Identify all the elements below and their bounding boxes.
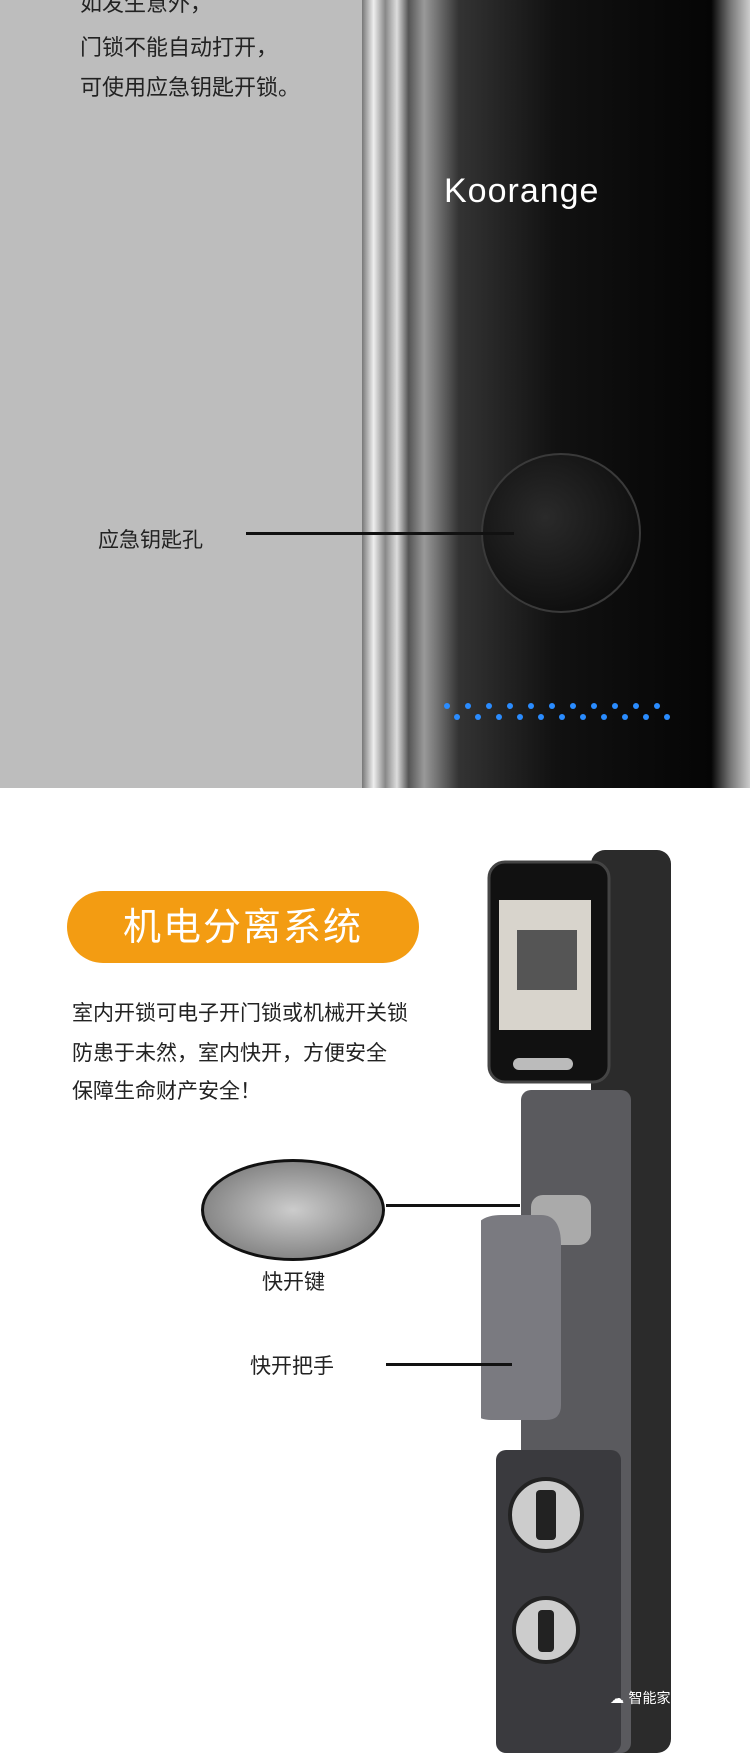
quick-key-label: 快开键: [262, 1270, 325, 1294]
watermark: ☁ 智能家居: [610, 1691, 685, 1707]
indicator-dot: [633, 703, 639, 709]
smart-lock-image: [481, 850, 671, 1753]
desc-line-2: 防患于未然，室内快开，方便安全: [72, 1041, 387, 1065]
indicator-dot: [580, 714, 586, 720]
indicator-dot: [622, 714, 628, 720]
indicator-dot: [486, 703, 492, 709]
quick-key-pointer-line: [386, 1204, 520, 1207]
indicator-dot: [601, 714, 607, 720]
indicator-dot: [528, 703, 534, 709]
keyhole-pointer-line: [246, 532, 514, 535]
indicator-dot: [538, 714, 544, 720]
indicator-dot: [507, 703, 513, 709]
brand-logo: Koorange: [444, 172, 600, 210]
indicator-dot: [465, 703, 471, 709]
indicator-dot: [612, 703, 618, 709]
quick-open-key-callout: [201, 1159, 385, 1261]
indicator-dot: [444, 703, 450, 709]
indicator-dot: [654, 703, 660, 709]
desc-line-3: 保障生命财产安全！: [72, 1079, 261, 1103]
intro-line-2: 门锁不能自动打开，: [80, 36, 279, 61]
indicator-dot: [517, 714, 523, 720]
intro-line-1: 如发生意外，: [80, 0, 213, 17]
indicator-dot: [549, 703, 555, 709]
quick-handle-label: 快开把手: [250, 1354, 334, 1378]
intro-line-3: 可使用应急钥匙开锁。: [80, 76, 301, 101]
section-title: 机电分离系统: [67, 891, 419, 963]
indicator-dot: [643, 714, 649, 720]
indicator-dot: [559, 714, 565, 720]
cloud-icon: ☁: [610, 1691, 624, 1707]
indicator-dot: [570, 703, 576, 709]
indicator-dot: [664, 714, 670, 720]
desc-line-1: 室内开锁可电子开门锁或机械开关锁: [72, 1001, 408, 1025]
indicator-dot: [496, 714, 502, 720]
indicator-dot: [475, 714, 481, 720]
keyhole-section: 如发生意外， 门锁不能自动打开， 可使用应急钥匙开锁。 Koorange 应急钥…: [0, 0, 750, 788]
indicator-dot: [591, 703, 597, 709]
keyhole-label: 应急钥匙孔: [98, 528, 203, 552]
quick-handle-pointer-line: [386, 1363, 512, 1366]
lock-panel-image: [362, 0, 750, 788]
indicator-dot: [454, 714, 460, 720]
